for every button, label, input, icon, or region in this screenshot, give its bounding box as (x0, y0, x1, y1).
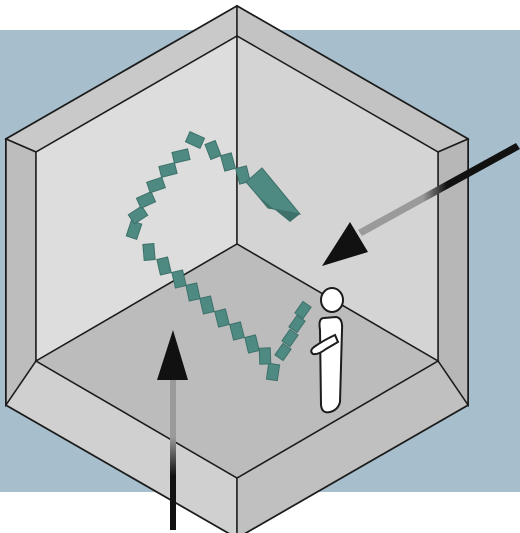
arrow-tail-bottom (170, 375, 176, 530)
arrow-head-bottom (157, 330, 188, 380)
frame-rim-lower-left (5, 137, 37, 408)
path-block (294, 300, 312, 320)
path-block (219, 152, 237, 172)
person-head (320, 287, 344, 313)
path-block (135, 191, 157, 209)
path-block (244, 334, 260, 354)
path-block (171, 269, 187, 289)
path-block (127, 205, 149, 225)
path-arrowhead-shade (258, 196, 300, 222)
arrow-head-right (322, 222, 368, 266)
incoming-arrow-right (322, 143, 520, 266)
path-block (229, 321, 245, 341)
path-block (199, 295, 215, 315)
path-block (156, 256, 172, 276)
incoming-arrow-bottom (157, 330, 188, 530)
path-block (158, 162, 178, 178)
path-block (171, 148, 191, 164)
path-block (146, 176, 166, 194)
path-block (142, 243, 156, 261)
person-body (318, 315, 344, 414)
path-block (258, 347, 272, 365)
arrow-path-icon (125, 131, 312, 382)
path-block (274, 342, 292, 362)
path-block (184, 131, 206, 149)
path-block (185, 282, 201, 302)
path-block (281, 328, 299, 348)
person-icon (310, 287, 344, 414)
path-block (204, 139, 222, 161)
arrow-tail-right (358, 143, 520, 236)
path-block (214, 308, 230, 328)
path-block (288, 314, 306, 334)
person-arm (310, 333, 340, 356)
path-block (235, 165, 251, 185)
path-block (265, 362, 281, 382)
